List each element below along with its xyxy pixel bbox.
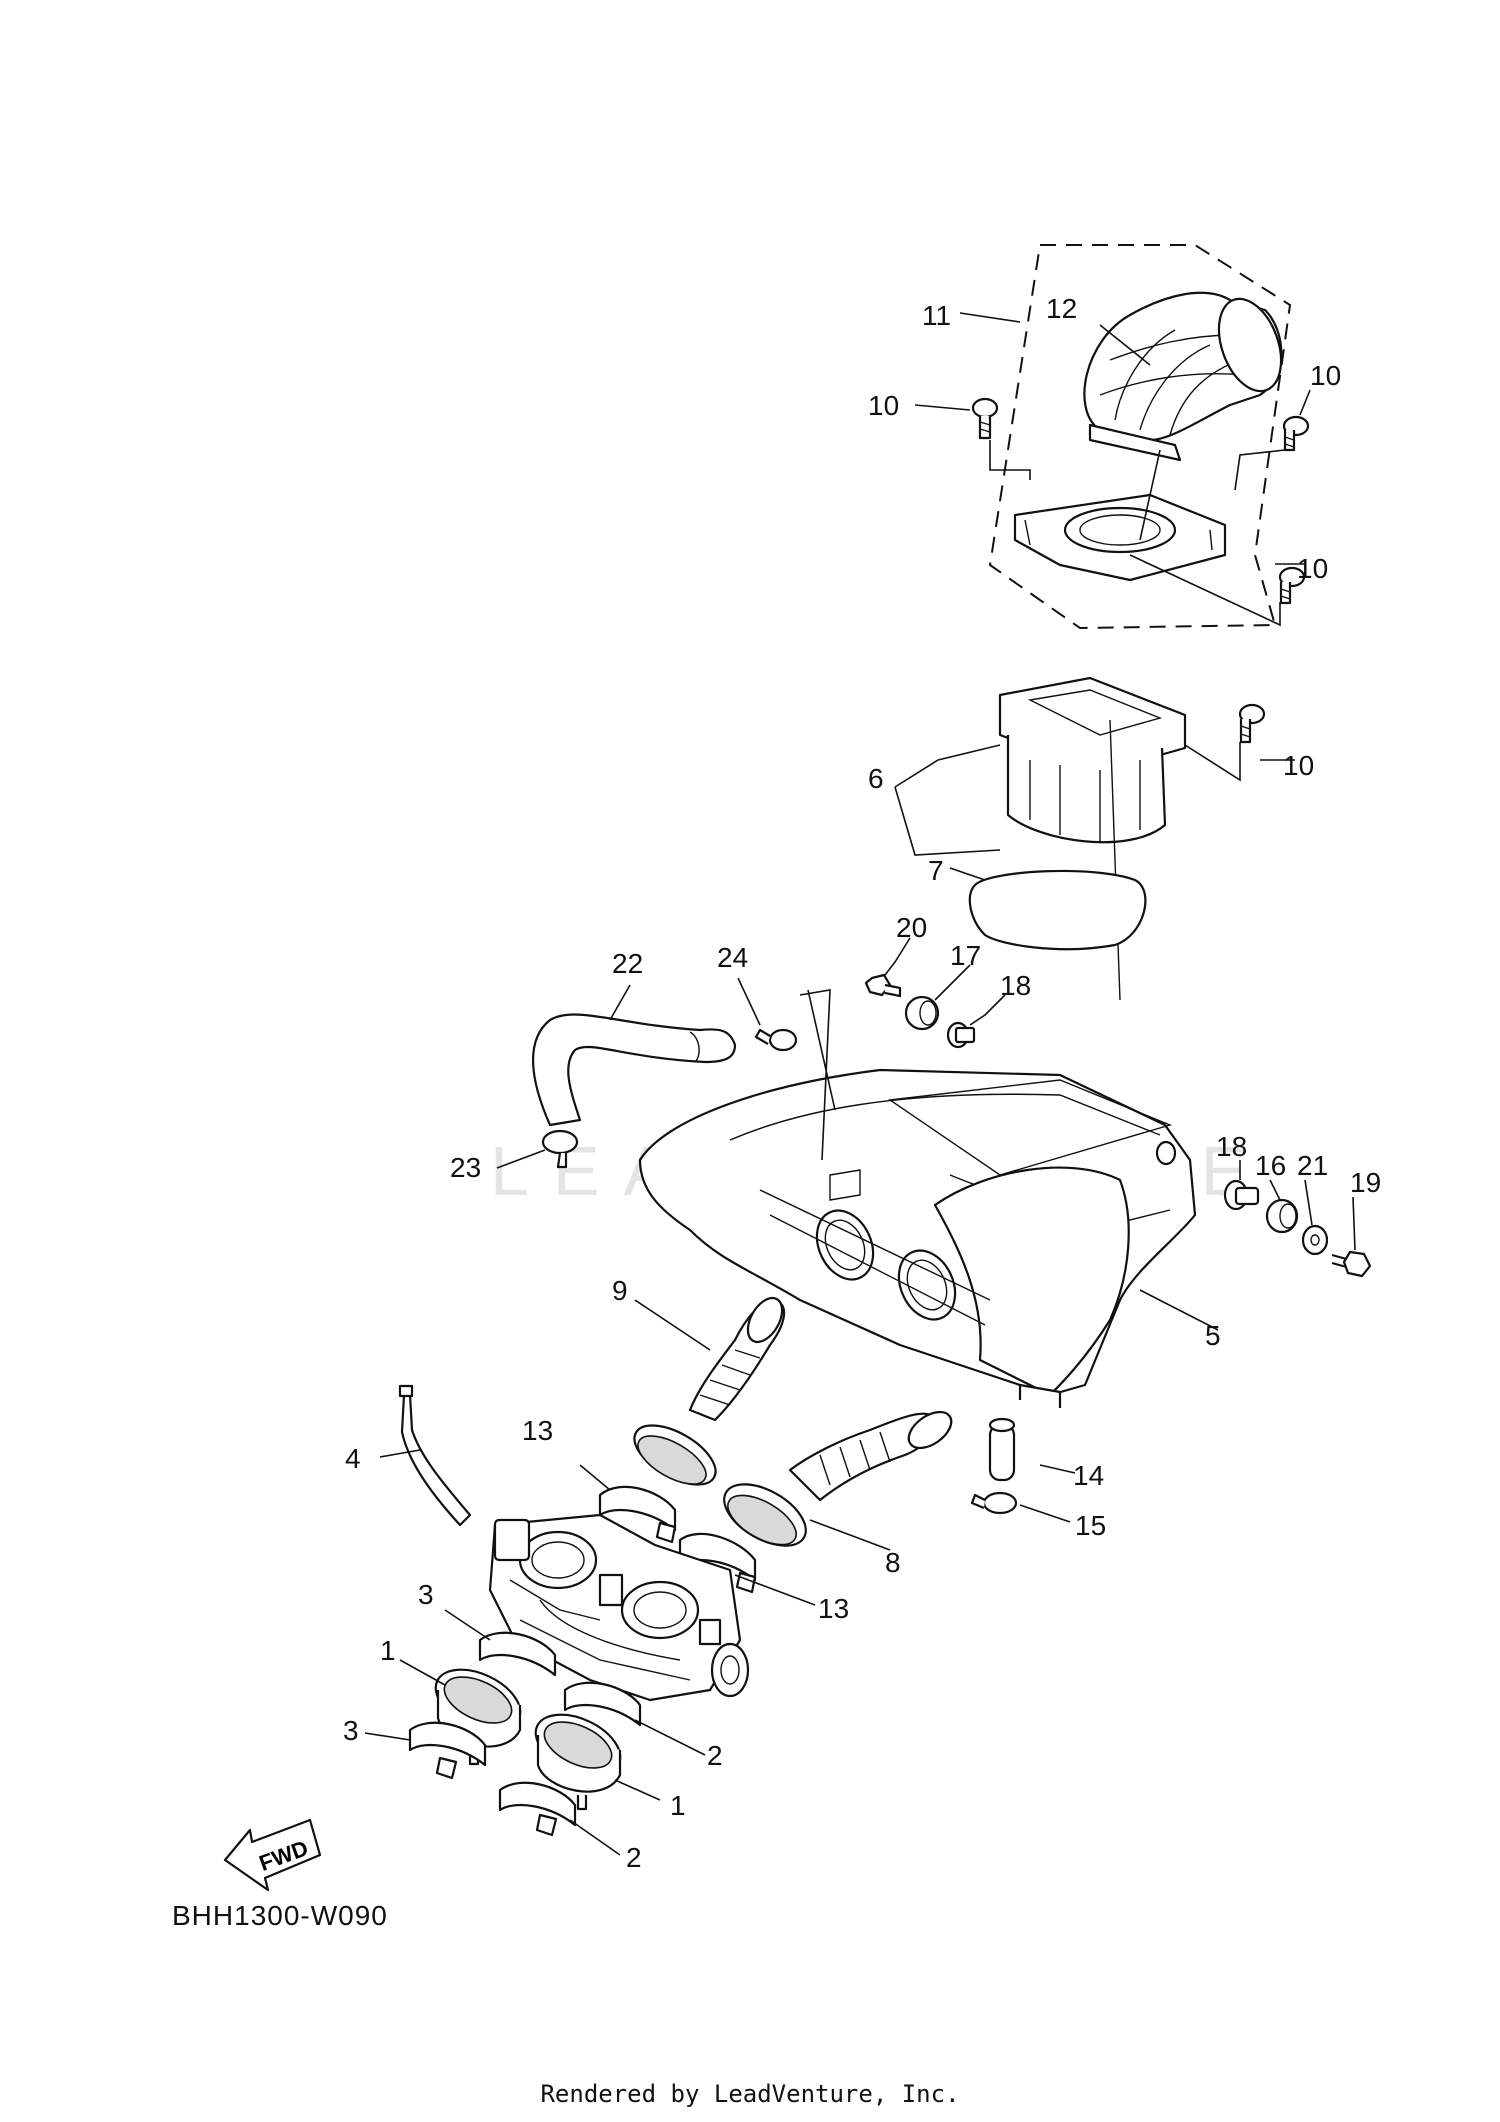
gasket-7 (968, 869, 1147, 951)
callout-8: 8 (885, 1547, 901, 1578)
callout-5: 5 (1205, 1320, 1221, 1351)
callout-6: 6 (868, 763, 884, 794)
callout-14: 14 (1073, 1460, 1104, 1491)
callout-17: 17 (950, 940, 981, 971)
air-box-5 (638, 1068, 1197, 1408)
clamp-3-lower (408, 1721, 487, 1780)
leader-lines (364, 312, 1356, 1856)
callout-10-right: 10 (1310, 360, 1341, 391)
callout-15: 15 (1075, 1510, 1106, 1541)
clamp-13-b (678, 1532, 757, 1594)
washer-21 (1301, 1224, 1329, 1256)
callout-1-upper: 1 (380, 1635, 396, 1666)
intake-duct-12 (1083, 291, 1283, 462)
callout-3-upper: 3 (418, 1579, 434, 1610)
hose-clamp-15 (970, 1491, 1018, 1515)
fwd-arrow-icon: FWD (223, 1818, 322, 1892)
clamp-2-upper (563, 1681, 642, 1727)
intake-joint-9 (633, 1296, 786, 1486)
bolt-20 (864, 973, 902, 998)
callout-21: 21 (1297, 1150, 1328, 1181)
callout-24: 24 (717, 942, 748, 973)
joint-1-lower (534, 1713, 622, 1811)
collar-18-upper (946, 1021, 976, 1049)
render-credit: Rendered by LeadVenture, Inc. (540, 2080, 960, 2108)
callout-13-upper: 13 (522, 1415, 553, 1446)
callout-16: 16 (1255, 1150, 1286, 1181)
callout-9: 9 (612, 1275, 628, 1306)
diagram-code: BHH1300-W090 (172, 1900, 388, 1931)
callout-4: 4 (345, 1443, 361, 1474)
callout-10-lower: 10 (1297, 553, 1328, 584)
callout-7: 7 (928, 855, 944, 886)
bolt-19 (1331, 1250, 1372, 1278)
callout-labels: 11 12 10 10 10 10 6 7 20 17 18 22 24 23 … (343, 293, 1381, 1873)
callout-22: 22 (612, 948, 643, 979)
callout-20: 20 (896, 912, 927, 943)
callout-10-left: 10 (868, 390, 899, 421)
hose-4 (398, 1384, 472, 1527)
duct-base-plate (1013, 493, 1227, 582)
callout-2-upper: 2 (707, 1740, 723, 1771)
callout-19: 19 (1350, 1167, 1381, 1198)
breather-hose-22 (532, 1013, 737, 1127)
hose-14 (988, 1417, 1016, 1482)
callout-18-side: 18 (1216, 1131, 1247, 1162)
clamp-2-lower (498, 1781, 577, 1837)
air-filter-element-6 (998, 676, 1187, 1001)
hose-clamp-23 (541, 1129, 579, 1169)
callout-10-element: 10 (1283, 750, 1314, 781)
duct-assembly-11 (988, 244, 1292, 630)
callout-1-lower: 1 (670, 1790, 686, 1821)
screw-10-b (1282, 415, 1310, 452)
callout-13-lower: 13 (818, 1593, 849, 1624)
callout-18-upper: 18 (1000, 970, 1031, 1001)
screw-10-a (971, 397, 999, 440)
grommet-16 (1265, 1198, 1299, 1234)
callout-23: 23 (450, 1152, 481, 1183)
collar-18-side (1223, 1179, 1260, 1211)
clamp-13-a (598, 1485, 677, 1544)
callout-12: 12 (1046, 293, 1077, 324)
hose-clamp-24 (754, 1028, 798, 1052)
screw-10-d (1238, 703, 1266, 744)
intake-joint-8 (723, 1410, 953, 1547)
callout-11: 11 (922, 300, 951, 331)
callout-2-lower: 2 (626, 1842, 642, 1873)
grommet-17 (904, 995, 940, 1031)
clamp-3-upper (478, 1631, 557, 1677)
screw-10-c (1278, 566, 1306, 605)
callout-3-lower: 3 (343, 1715, 359, 1746)
